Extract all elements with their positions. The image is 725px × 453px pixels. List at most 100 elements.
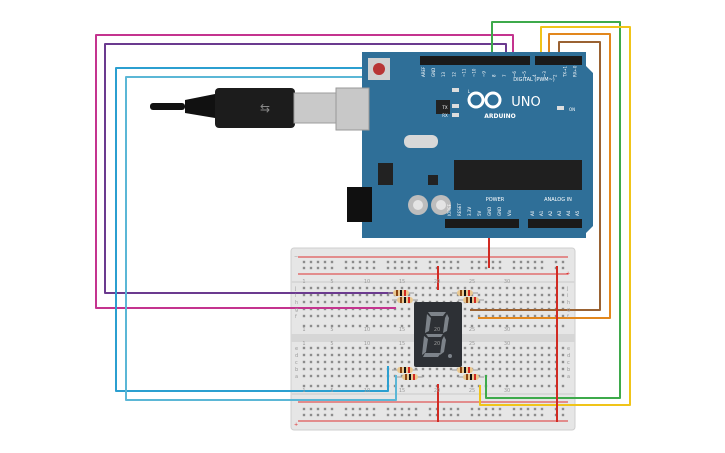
column-number: 30 [504, 388, 510, 394]
pin-label: ~5 [522, 71, 527, 77]
column-number: 30 [504, 327, 510, 333]
row-letter: g [567, 307, 570, 313]
pin-label: ~3 [542, 71, 547, 77]
resistor-6[interactable] [397, 374, 423, 380]
column-number: 1 [302, 279, 305, 285]
column-number: 10 [364, 341, 370, 347]
pin-label: ~9 [482, 71, 487, 77]
row-letter: i [295, 293, 296, 299]
pin-label: A1 [539, 210, 544, 216]
rail-minus-label: − [294, 254, 298, 260]
resistor-8[interactable] [458, 374, 484, 380]
pin-label: A0 [530, 210, 535, 216]
column-number: 15 [399, 327, 405, 333]
row-letter: b [295, 367, 298, 373]
pin-label: 12 [451, 71, 456, 77]
pin-label: 2 [552, 74, 557, 77]
row-letter: f [567, 314, 569, 320]
pin-label: ~10 [472, 68, 477, 77]
led-l-label: L [468, 89, 471, 94]
column-number: 20 [434, 327, 440, 333]
pin-label: 8 [492, 74, 497, 77]
wire-orange[interactable] [478, 33, 611, 319]
column-number: 15 [399, 341, 405, 347]
atmega-chip [454, 160, 582, 190]
resistor-1[interactable] [388, 290, 414, 296]
pin-label: TX→1 [562, 65, 567, 78]
column-number: 20 [434, 341, 440, 347]
column-number: 1 [302, 388, 305, 394]
pin-label: 7 [502, 74, 507, 77]
column-number: 15 [399, 279, 405, 285]
column-number: 10 [364, 279, 370, 285]
column-number: 10 [364, 327, 370, 333]
pin-label: ~11 [461, 68, 466, 77]
column-number: 5 [330, 327, 333, 333]
usb-cable[interactable]: ⇆ [150, 88, 340, 128]
rail-plus-label-bottom: + [294, 422, 298, 428]
pin-label: 5V [477, 210, 482, 216]
row-letter: a [567, 374, 570, 380]
resistors [388, 290, 484, 380]
row-letter: g [295, 307, 298, 313]
breadboard-holes [302, 260, 565, 417]
digital-header-left[interactable] [420, 56, 530, 65]
row-letter: e [295, 346, 298, 352]
row-letter: c [295, 360, 298, 366]
wire-green[interactable] [485, 21, 621, 399]
arduino-uno-board[interactable]: ⇆ ARDUINO UNO DIGITAL [150, 52, 593, 238]
seven-segment-display[interactable] [414, 302, 462, 367]
row-letter: b [567, 367, 570, 373]
analog-label: ANALOG IN [544, 197, 572, 203]
analog-header[interactable] [528, 219, 582, 228]
resistor-4[interactable] [458, 297, 484, 303]
power-label: POWER [486, 197, 505, 203]
pin-label: A5 [575, 210, 580, 216]
row-letter: a [295, 374, 298, 380]
row-letter: c [567, 360, 570, 366]
pin-label: 13 [441, 71, 446, 77]
column-number: 25 [469, 327, 475, 333]
display-segments [422, 312, 452, 358]
wire-yellow[interactable] [479, 26, 631, 406]
row-letter: f [295, 314, 297, 320]
column-number: 25 [469, 279, 475, 285]
column-number: 25 [469, 341, 475, 347]
column-number: 20 [434, 279, 440, 285]
pin-label: Vin [507, 209, 512, 216]
column-number: 25 [469, 388, 475, 394]
wire-purple[interactable] [104, 43, 507, 294]
row-letter: e [567, 346, 570, 352]
column-number: 30 [504, 341, 510, 347]
pin-label: GND [431, 68, 436, 77]
wire-magenta[interactable] [95, 34, 514, 309]
resistor-3[interactable] [452, 290, 478, 296]
resistor-5[interactable] [392, 367, 418, 373]
column-number: 15 [399, 388, 405, 394]
row-letter: j [566, 286, 568, 292]
row-letter: j [294, 286, 296, 292]
breadboard-column-labels: 1111555510101010151515152020202025252525… [302, 279, 510, 394]
column-number: 10 [364, 388, 370, 394]
arduino-logo-icon [467, 91, 502, 109]
brand-label: ARDUINO [484, 113, 515, 120]
resistor-2[interactable] [392, 297, 418, 303]
power-header[interactable] [445, 219, 519, 228]
pin-label: RX←0 [573, 65, 578, 77]
pin-label: A2 [548, 210, 553, 216]
pin-label: A4 [566, 210, 571, 216]
resistor-7[interactable] [452, 367, 478, 373]
pin-label: 4 [532, 74, 537, 77]
column-number: 5 [330, 279, 333, 285]
digital-header-right[interactable] [535, 56, 582, 65]
column-number: 30 [504, 279, 510, 285]
usb-symbol-icon: ⇆ [260, 101, 270, 115]
digital-header-label: DIGITAL (PWM~) [513, 77, 555, 83]
pin-label: GND [487, 207, 492, 216]
pin-label: AREF [421, 66, 426, 77]
row-letter: h [295, 300, 298, 306]
